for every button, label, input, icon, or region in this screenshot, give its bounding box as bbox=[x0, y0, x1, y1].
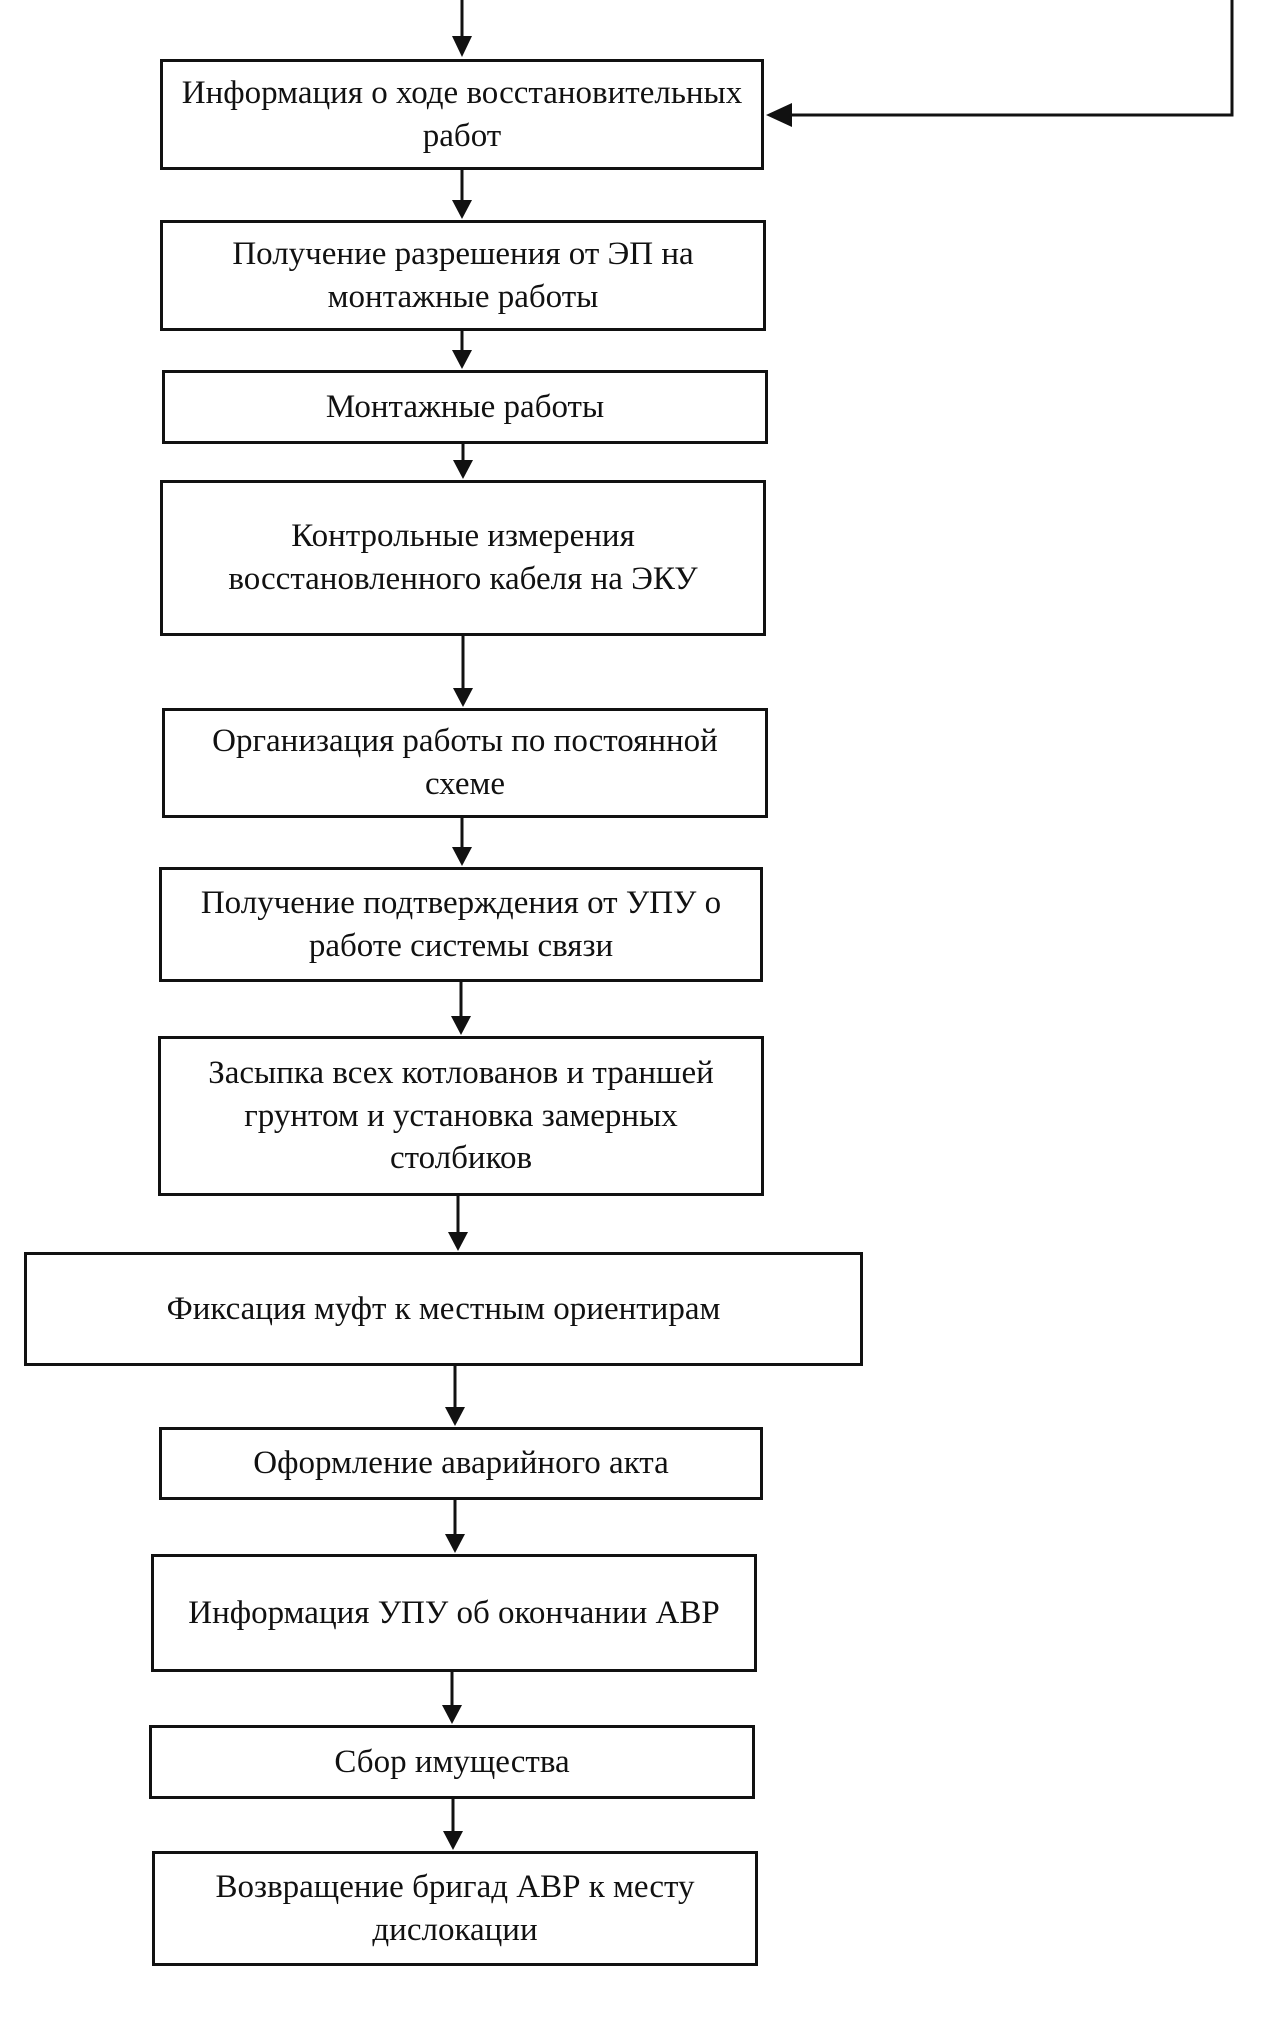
step-label: Возвращение бригад АВР к месту дислокаци… bbox=[215, 1868, 695, 1948]
step-box-permanent-scheme: Организация работы по постоянной схеме bbox=[162, 708, 768, 818]
connector-arrow bbox=[443, 1799, 463, 1850]
step-box-backfill: Засыпка всех котлованов и траншей грунто… bbox=[158, 1036, 764, 1196]
step-label: Сбор имущества bbox=[334, 1743, 570, 1780]
connector-arrow bbox=[451, 982, 471, 1035]
connector-arrowhead bbox=[445, 1534, 465, 1553]
connector-arrowhead bbox=[443, 1831, 463, 1850]
connector-arrowhead bbox=[452, 847, 472, 866]
incoming-arrow-head bbox=[452, 36, 472, 57]
connector-arrow bbox=[452, 818, 472, 866]
connector-arrowhead bbox=[445, 1407, 465, 1426]
connector-arrowhead bbox=[452, 200, 472, 219]
step-label: Информация УПУ об окончании АВР bbox=[188, 1594, 720, 1631]
step-label: Монтажные работы bbox=[325, 388, 605, 425]
step-label: Фиксация муфт к местным ориентирам bbox=[166, 1290, 721, 1327]
connector-arrow bbox=[442, 1672, 462, 1724]
feedback-loop-arrow bbox=[766, 0, 1234, 127]
step-label: Контрольные измерения восстановленного к… bbox=[228, 518, 698, 597]
step-label: Организация работы по постоянной схеме bbox=[212, 723, 718, 802]
step-box-fixation: Фиксация муфт к местным ориентирам bbox=[24, 1252, 863, 1366]
connector-arrow bbox=[448, 1196, 468, 1251]
connector-arrow bbox=[452, 170, 472, 219]
step-box-collect-property: Сбор имущества bbox=[149, 1725, 755, 1799]
feedback-loop-head bbox=[766, 103, 792, 127]
step-box-permission-ep: Получение разрешения от ЭП на монтажные … bbox=[160, 220, 766, 331]
step-label: Оформление аварийного акта bbox=[253, 1445, 669, 1482]
step-box-info-upu-end: Информация УПУ об окончании АВР bbox=[151, 1554, 757, 1672]
connector-arrowhead bbox=[448, 1232, 468, 1251]
step-box-info-progress: Информация о ходе восстановительных рабо… bbox=[160, 59, 764, 170]
connector-arrow bbox=[453, 444, 473, 479]
connector-arrow bbox=[445, 1500, 465, 1553]
feedback-loop-line bbox=[790, 0, 1234, 117]
step-label: Получение разрешения от ЭП на монтажные … bbox=[232, 235, 694, 315]
connector-arrowhead bbox=[442, 1705, 462, 1724]
connector-arrowhead bbox=[452, 350, 472, 369]
step-label: Засыпка всех котлованов и траншей грунто… bbox=[208, 1054, 714, 1177]
step-box-emergency-act: Оформление аварийного акта bbox=[159, 1427, 763, 1500]
step-box-assembly-works: Монтажные работы bbox=[162, 370, 768, 444]
step-label: Получение подтверждения от УПУ о работе … bbox=[200, 884, 722, 964]
connector-arrow bbox=[445, 1366, 465, 1426]
step-box-return-brigades: Возвращение бригад АВР к месту дислокаци… bbox=[152, 1851, 758, 1966]
connector-arrowhead bbox=[453, 460, 473, 479]
connector-arrowhead bbox=[451, 1016, 471, 1035]
connector-arrow bbox=[453, 636, 473, 707]
connector-arrowhead bbox=[453, 688, 473, 707]
step-label: Информация о ходе восстановительных рабо… bbox=[181, 74, 743, 154]
step-box-confirmation-upu: Получение подтверждения от УПУ о работе … bbox=[159, 867, 763, 982]
connector-arrow bbox=[452, 331, 472, 369]
step-box-control-measurements: Контрольные измерения восстановленного к… bbox=[160, 480, 766, 636]
incoming-arrow bbox=[452, 0, 472, 57]
step-arrows bbox=[442, 170, 473, 1850]
